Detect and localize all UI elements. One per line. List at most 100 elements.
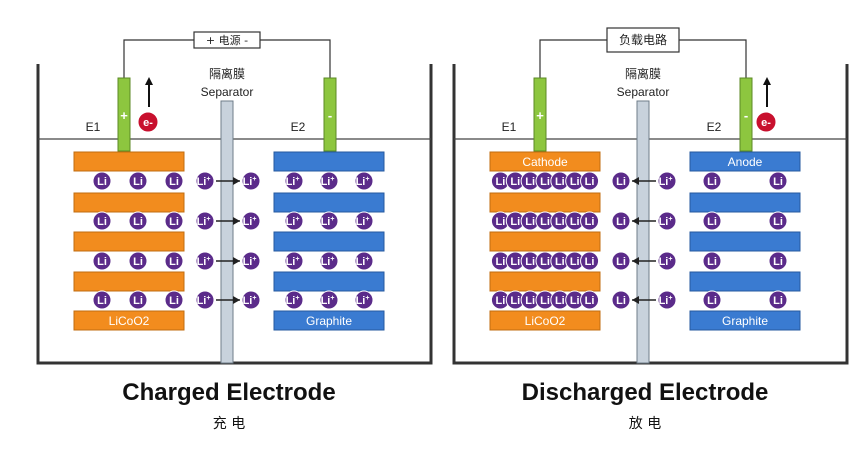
separator-label-cn: 隔离膜 [625,66,661,81]
li-ion-migrating [241,251,261,271]
li-ion-cathode [92,211,112,231]
li-ion-migrating-label: Li [616,216,626,228]
negative-sign: - [744,108,748,123]
li-charge-sign: + [365,256,369,263]
li-ion-migrating [611,290,631,310]
panel-title: Charged Electrode [122,379,335,406]
li-ion-anode [702,290,722,310]
li-ion-cathode-label: Li [496,295,506,307]
li-ion-anode [702,251,722,271]
li-ion-migrating [241,211,261,231]
positive-sign: + [536,108,544,123]
li-ion-cathode-label: Li [97,176,107,188]
li-ion-anode [284,211,304,231]
negative-terminal [323,77,337,152]
li-ion-cathode-label: Li [97,295,107,307]
li-ion-anode [354,290,374,310]
li-ion-cathode-label: Li [570,176,580,188]
li-ion-cathode-label: Li [510,295,520,307]
positive-terminal [117,77,131,152]
li-ion-cathode-label: Li [540,295,550,307]
li-ion-cathode [580,290,600,310]
electron [137,111,159,133]
separator-label-cn: 隔离膜 [209,66,245,81]
li-ion-cathode-label: Li [510,256,520,268]
separator-membrane [220,100,234,364]
li-ion-anode-label: Li [773,256,783,268]
li-ion-cathode-label: Li [585,216,595,228]
li-ion-cathode [128,211,148,231]
anode-plate [273,192,385,213]
li-charge-sign: + [206,295,210,302]
anode-plate [689,151,801,172]
li-ion-cathode-label: Li [570,295,580,307]
li-ion-cathode [128,251,148,271]
electrode-label-e1: E1 [502,120,517,134]
cathode-plate [73,231,185,252]
li-ion-cathode-label: Li [555,216,565,228]
li-ion-anode [319,211,339,231]
li-ion-cathode [580,211,600,231]
li-ion-anode [354,171,374,191]
cathode-plate [489,271,601,292]
electron-arrow-head [145,77,153,85]
li-ion-cathode-label: Li [540,216,550,228]
li-ion-anode-label: Li [707,256,717,268]
li-ion-cathode-label: Li [540,256,550,268]
migration-arrow-head [233,296,240,304]
li-ion-cathode-label: Li [169,295,179,307]
li-ion-migrating [195,290,215,310]
li-ion-cathode [92,251,112,271]
cathode-label: Cathode [522,155,568,169]
li-ion-cathode-label: Li [133,256,143,268]
li-charge-sign: + [668,256,672,263]
li-ion-cathode-label: Li [169,216,179,228]
li-ion-anode [284,251,304,271]
li-ion-cathode-label: Li [97,256,107,268]
li-ion-anode [702,171,722,191]
graphite-label: Graphite [306,314,352,328]
li-ion-cathode-label: Li [555,295,565,307]
li-ion-anode-label: Li [773,295,783,307]
li-ion-anode-label: Li [773,216,783,228]
li-ion-migrating-label: Li [616,295,626,307]
li-ion-anode [768,290,788,310]
li-ion-cathode [580,251,600,271]
li-ion-anode [319,290,339,310]
li-ion-cathode-label: Li [555,256,565,268]
li-charge-sign: + [330,256,334,263]
anode-plate [689,231,801,252]
li-ion-anode-label: Li [707,295,717,307]
li-ion-anode [354,251,374,271]
cathode-plate [73,151,185,172]
li-charge-sign: + [365,176,369,183]
cathode-plate [489,192,601,213]
container-outline [452,64,849,365]
li-ion-migrating [195,171,215,191]
li-ion-cathode-label: Li [525,295,535,307]
li-ion-cathode-label: Li [510,176,520,188]
li-ion-migrating [241,290,261,310]
migration-arrow-head [632,257,639,265]
li-ion-anode [284,171,304,191]
li-ion-migrating [241,171,261,191]
electrode-label-e1: E1 [86,120,101,134]
li-ion-cathode [164,171,184,191]
li-ion-cathode-label: Li [169,176,179,188]
li-charge-sign: + [668,216,672,223]
li-ion-cathode-label: Li [525,256,535,268]
li-charge-sign: + [295,256,299,263]
li-ion-migrating [195,251,215,271]
li-ion-anode [768,251,788,271]
li-ion-migrating [611,211,631,231]
li-ion-anode [319,171,339,191]
li-ion-cathode-label: Li [97,216,107,228]
li-charge-sign: + [365,216,369,223]
electrode-label-e2: E2 [291,120,306,134]
li-charge-sign: + [295,176,299,183]
li-charge-sign: + [206,256,210,263]
negative-terminal [739,77,753,152]
li-ion-anode [319,251,339,271]
